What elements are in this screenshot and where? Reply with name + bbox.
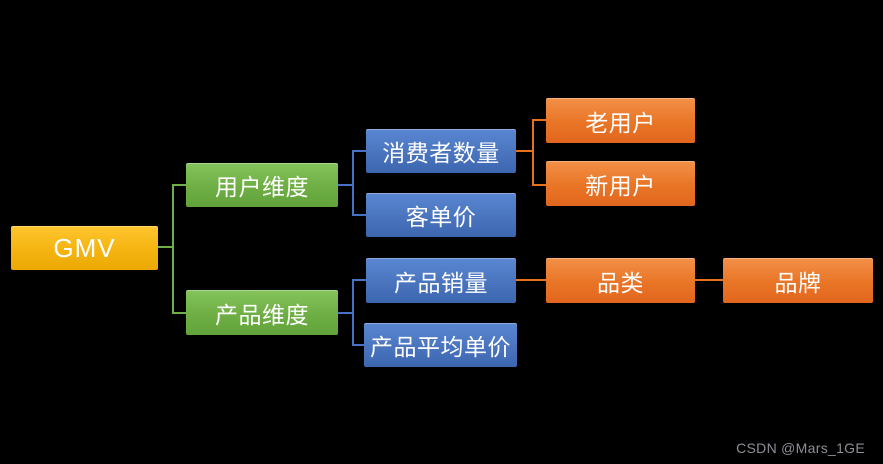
connector-to-product-sales [352,279,366,281]
connector-gmv-stub [158,246,174,248]
node-consumer-count: 消费者数量 [366,129,516,173]
node-product-dimension: 产品维度 [186,290,338,335]
node-user-dimension: 用户维度 [186,163,338,207]
connector-to-old-users [532,119,546,121]
connector-to-avg-order-value [352,214,366,216]
node-category: 品类 [546,258,695,303]
connector-to-product-avg-price [352,344,366,346]
csdn-watermark: CSDN @Mars_1GE [736,440,865,456]
connector-product-dimension-stub [338,312,354,314]
connector-gmv-to-user-dimension [172,184,186,186]
node-product-sales: 产品销量 [366,258,516,303]
connector-consumer-count-vertical [532,119,534,186]
connector-category-to-brand [695,279,723,281]
node-gmv: GMV [11,226,158,270]
connector-product-sales-to-category [516,279,546,281]
connector-to-new-users [532,184,546,186]
connector-consumer-count-stub [516,150,534,152]
connector-gmv-vertical [172,184,174,314]
connector-gmv-to-product-dimension [172,312,186,314]
node-product-avg-price: 产品平均单价 [364,323,517,367]
connector-product-dimension-vertical [352,279,354,346]
connector-user-dimension-vertical [352,150,354,216]
connector-to-consumer-count [352,150,366,152]
node-new-users: 新用户 [546,161,695,206]
connector-user-dimension-stub [338,184,354,186]
node-avg-order-value: 客单价 [366,193,516,237]
node-old-users: 老用户 [546,98,695,143]
node-brand: 品牌 [723,258,873,303]
